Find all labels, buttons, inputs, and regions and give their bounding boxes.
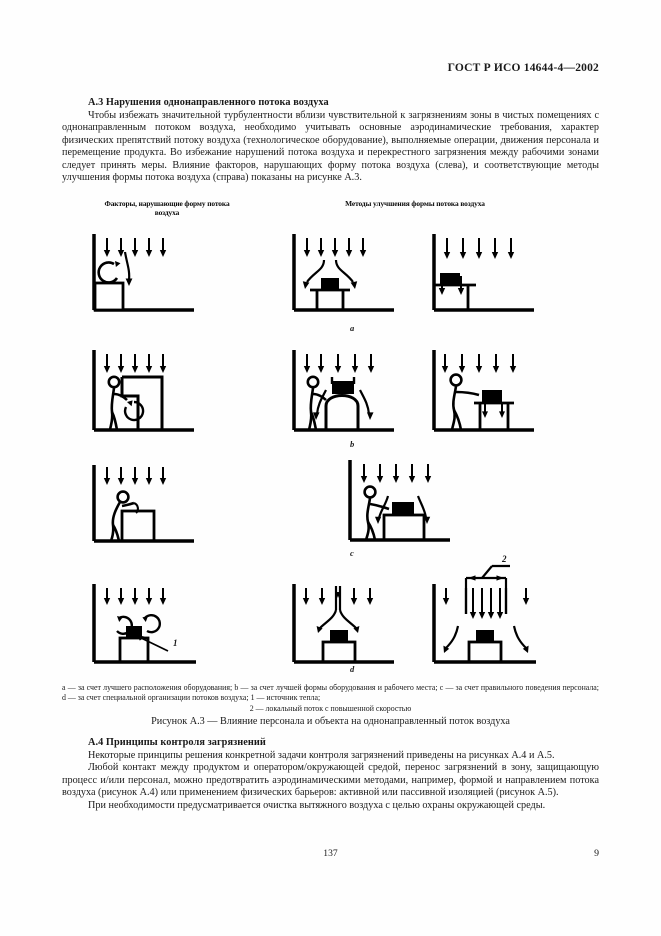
figure-panel-a-method-2: [430, 228, 538, 318]
section-a3-heading: А.3 Нарушения однонаправленного потока в…: [88, 97, 329, 108]
figure-row-letter-b: b: [350, 439, 355, 449]
figure-legend-line-1: a — за счет лучшего расположения оборудо…: [62, 683, 599, 703]
figure-callout-2: 2: [502, 554, 507, 564]
figure-a3: Факторы, нарушающие форму потока воздуха…: [62, 196, 599, 680]
figure-row-letter-d: d: [350, 664, 355, 674]
figure-panel-c-factor: [90, 459, 198, 549]
page-number: 137: [323, 848, 338, 859]
section-a4-paragraph-2: Любой контакт между продуктом и оператор…: [62, 762, 599, 799]
figure-panel-c-method-1: [346, 454, 454, 548]
figure-caption: Рисунок А.3 — Влияние персонала и объект…: [151, 716, 510, 727]
section-a3: А.3 Нарушения однонаправленного потока в…: [62, 96, 599, 184]
section-a4-heading: А.4 Принципы контроля загрязнений: [88, 737, 266, 748]
running-header-standard-id: ГОСТ Р ИСО 14644-4—2002: [447, 62, 599, 74]
section-number: 9: [594, 848, 599, 859]
section-a4: А.4 Принципы контроля загрязнений Некото…: [62, 736, 599, 812]
figure-panel-a-method-1: [290, 228, 398, 318]
figure-row-letter-a: a: [350, 323, 355, 333]
figure-panel-d-method-1: [290, 578, 398, 670]
figure-row-letter-c: c: [350, 548, 354, 558]
figure-panel-b-factor: [90, 344, 198, 438]
figure-column-title-factors: Факторы, нарушающие форму потока воздуха: [104, 199, 230, 217]
figure-legend: a — за счет лучшего расположения оборудо…: [62, 683, 599, 714]
section-a4-paragraph-3: При необходимости предусматривается очис…: [88, 799, 546, 811]
figure-panel-b-method-2: [430, 344, 538, 438]
figure-callout-1: 1: [173, 638, 178, 648]
figure-panel-b-method-1: [290, 344, 398, 438]
figure-panel-d-factor: 1: [90, 578, 202, 670]
section-a3-paragraph-1: Чтобы избежать значительной турбулентнос…: [62, 110, 599, 184]
figure-column-title-methods: Методы улучшения формы потока воздуха: [345, 199, 485, 208]
figure-panel-a-factor: [90, 228, 198, 318]
figure-panel-d-method-2: 2: [430, 554, 542, 670]
section-a4-paragraph-1: Некоторые принципы решения конкретной за…: [88, 750, 555, 761]
figure-legend-line-2: 2 — локальный поток с повышенной скорост…: [249, 703, 412, 713]
